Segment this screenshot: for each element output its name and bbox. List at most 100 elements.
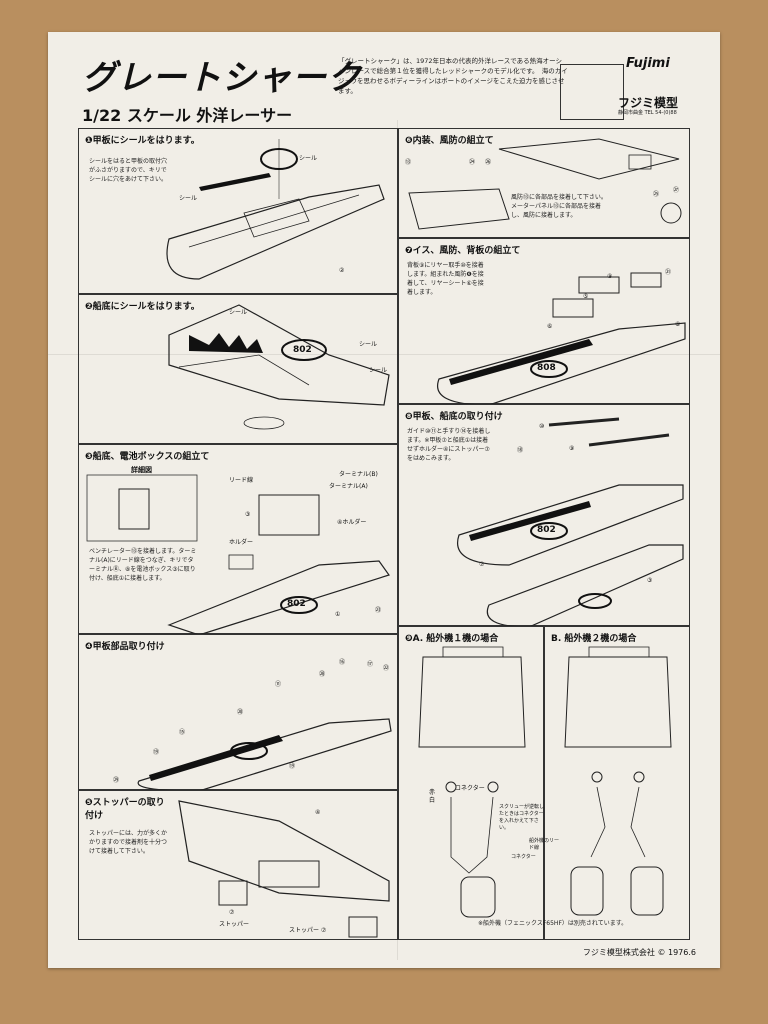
step-8-panel: ❽甲板、船底の取り付け ガイド⑩⑪と手すり⑭を接着します。※甲板⑦と船底①は接着… [398,404,690,627]
step-label: ホルダー [229,539,254,546]
step-label: ターミナル(A) [329,483,368,490]
instruction-sheet: グレートシャーク 1/22 スケール 外洋レーサー 「グレートシャーク」は、19… [48,32,720,968]
step-label: リード線 [229,477,254,484]
step-3-panel: ❸船底、電池ボックスの組立て 詳細図 ベンチレーター⑬を接着します。ターミナル(… [78,444,398,635]
step-label: ⑱ [517,447,524,454]
step-label: シール [369,367,388,374]
step-7-panel: ❼イス、風防、背板の組立て 背板⑨にリヤー取手⑩を接着します。組まれた風防❻を接… [398,238,690,405]
step-title: ❷船底にシールをはります。 [85,302,200,312]
step-label: 船外機のリード線 [529,838,560,851]
step-label: ⑰ [367,661,374,668]
step-label: ㉖ [485,159,492,166]
step-title: ❶甲板にシールをはります。 [85,136,200,146]
step-label: ⑲ [289,763,296,770]
step-label: ② [339,267,345,274]
step-label: ① [335,611,341,618]
step-label: ⑳ [237,709,244,716]
step-label: ㉒ [383,665,390,672]
step-label: シール [179,195,198,202]
step-label: スクリューが逆転したときはコネクターを入れかえて下さい。 [499,804,545,831]
fold-line-horizontal [48,354,720,355]
brand-address: 静岡市曲金 TEL 54-(0)88 [618,110,677,116]
step-label: ㉓ [375,607,382,614]
boat-deck-drawing [166,139,385,280]
step-label: ⑦ [479,561,485,568]
page-title: グレートシャーク [82,58,362,98]
hull-number: 802 [293,345,312,355]
intro-text: 「グレートシャーク」は、1972年日本の代表的外洋レースである熱海オーシャンレー… [338,57,568,95]
step-label: ⑪ [275,681,282,688]
step-label: 赤 [429,789,436,796]
page-subtitle: 1/22 スケール 外洋レーサー [82,106,293,125]
step-label: ⑩ [539,423,545,430]
battery-box-drawing [86,474,390,635]
step-title: B. 船外機２機の場合 [551,634,637,644]
footnote: ※船外機（フェニックスF65HF）は別売されています。 [478,920,628,927]
step-label: ⑬ [405,159,412,166]
step-6-panel: ❻内装、風防の組立て 風防⑬に各部品を接着して下さい。メーターパネル⑬に各部品を… [398,128,690,238]
step-label: ⑤ [583,293,589,300]
step-note: ストッパーには、力が多くかかりますので接着剤を十分つけて接着して下さい。 [89,830,168,855]
step-label: シール [299,155,318,162]
step-note: シールをはると甲板の取付穴がふさがりますので、キリでシールに穴をあけて下さい。 [89,158,168,183]
step-label: シール [359,341,378,348]
step-label: ④ [315,809,321,816]
step-label: ③ [245,511,251,518]
step-note: 背板⑨にリヤー取手⑩を接着します。組まれた風防❻を接着して、リヤーシート⑥を接着… [407,262,484,296]
hull-number: 802 [537,525,556,535]
step-label: ③ [647,577,653,584]
boat-hull-drawing [168,304,390,430]
step-title: ❼イス、風防、背板の組立て [405,246,521,256]
stopper-drawing [178,800,390,938]
step-label: ターミナル(B) [339,471,378,478]
twin-motor-wiring-drawing [564,646,672,916]
step-2-panel: ❷船底にシールをはります。 シール シール シール 802 [78,294,398,444]
step-label: ⑦ [229,909,235,916]
step-label: ㉙ [113,777,120,784]
single-motor-wiring-drawing [418,646,526,918]
step-label: ㉕ [653,191,660,198]
step-title: ❸船底、電池ボックスの組立て [85,452,210,462]
brand-logo: Fujimi [626,56,670,71]
step-label: ⑲ [153,749,160,756]
step-label: ストッパー ⑦ [289,927,327,934]
step-label: ㉘ [319,671,326,678]
copyright: フジミ模型株式会社 © 1976.6 [582,948,696,957]
deck-hull-drawing [457,417,684,627]
step-label: ㉗ [673,187,680,194]
step-label: ㉑ [665,269,672,276]
step-title: ❺ストッパーの取り付け [85,798,165,821]
seat-drawing [437,272,686,405]
step-label: 白 [429,797,436,804]
step-label: ⑯ [339,659,346,666]
windshield-drawing [408,138,682,230]
step-label: ストッパー [219,921,250,928]
step-label: シール [229,309,248,316]
step-4-panel: ❹甲板部品取り付け ⑪ ⑳ ⑮ ⑲ ㉙ ㉘ ⑯ ⑰ ㉒ ⑲ [78,634,398,791]
step-note: 風防⑬に各部品を接着して下さい。メーターパネル⑬に各部品を接着し、風防に接着しま… [511,194,607,219]
step-label: ⑨ [607,273,613,280]
step-note: ガイド⑩⑪と手すり⑭を接着します。※甲板⑦と船底①は接着せずホルダー④にストッパ… [407,428,491,462]
step-title: ❹甲板部品取り付け [85,642,165,652]
step-note: ベンチレーター⑬を接着します。ターミナル(A)にリード線をつなぎ、キリでターミナ… [89,548,197,582]
step-9b-panel: B. 船外機２機の場合 船外機のリード線 コネクター [511,626,690,940]
step-5-panel: ❺ストッパーの取り付け ストッパーには、力が多くかかりますので接着剤を十分つけて… [78,790,398,940]
step-label: ⑥ [675,321,681,328]
step-label: コネクター [511,854,536,860]
step-9a-panel: ❾A. 船外機１機の場合 コネクター スクリューが逆転したときはコネクターを入れ… [398,626,544,940]
detail-caption: 詳細図 [131,466,152,474]
hull-number: 808 [537,363,556,373]
step-title: ❽甲板、船底の取り付け [405,412,503,422]
step-title: ❻内装、風防の組立て [405,136,494,146]
step-label: コネクター [455,785,485,792]
step-title: ❾A. 船外機１機の場合 [405,634,499,644]
step-label: ⑮ [179,729,186,736]
step-label: ⑨ [569,445,575,452]
brand-info-box [560,64,624,120]
step-label: ⑥ [547,323,553,330]
brand-name: フジミ模型 [618,96,679,110]
step-label: ④ホルダー [337,519,367,526]
step-label: ㉔ [469,159,476,166]
hull-number: 802 [287,599,306,609]
step-1-panel: ❶甲板にシールをはります。 シールをはると甲板の取付穴がふさがりますので、キリで… [78,128,398,294]
